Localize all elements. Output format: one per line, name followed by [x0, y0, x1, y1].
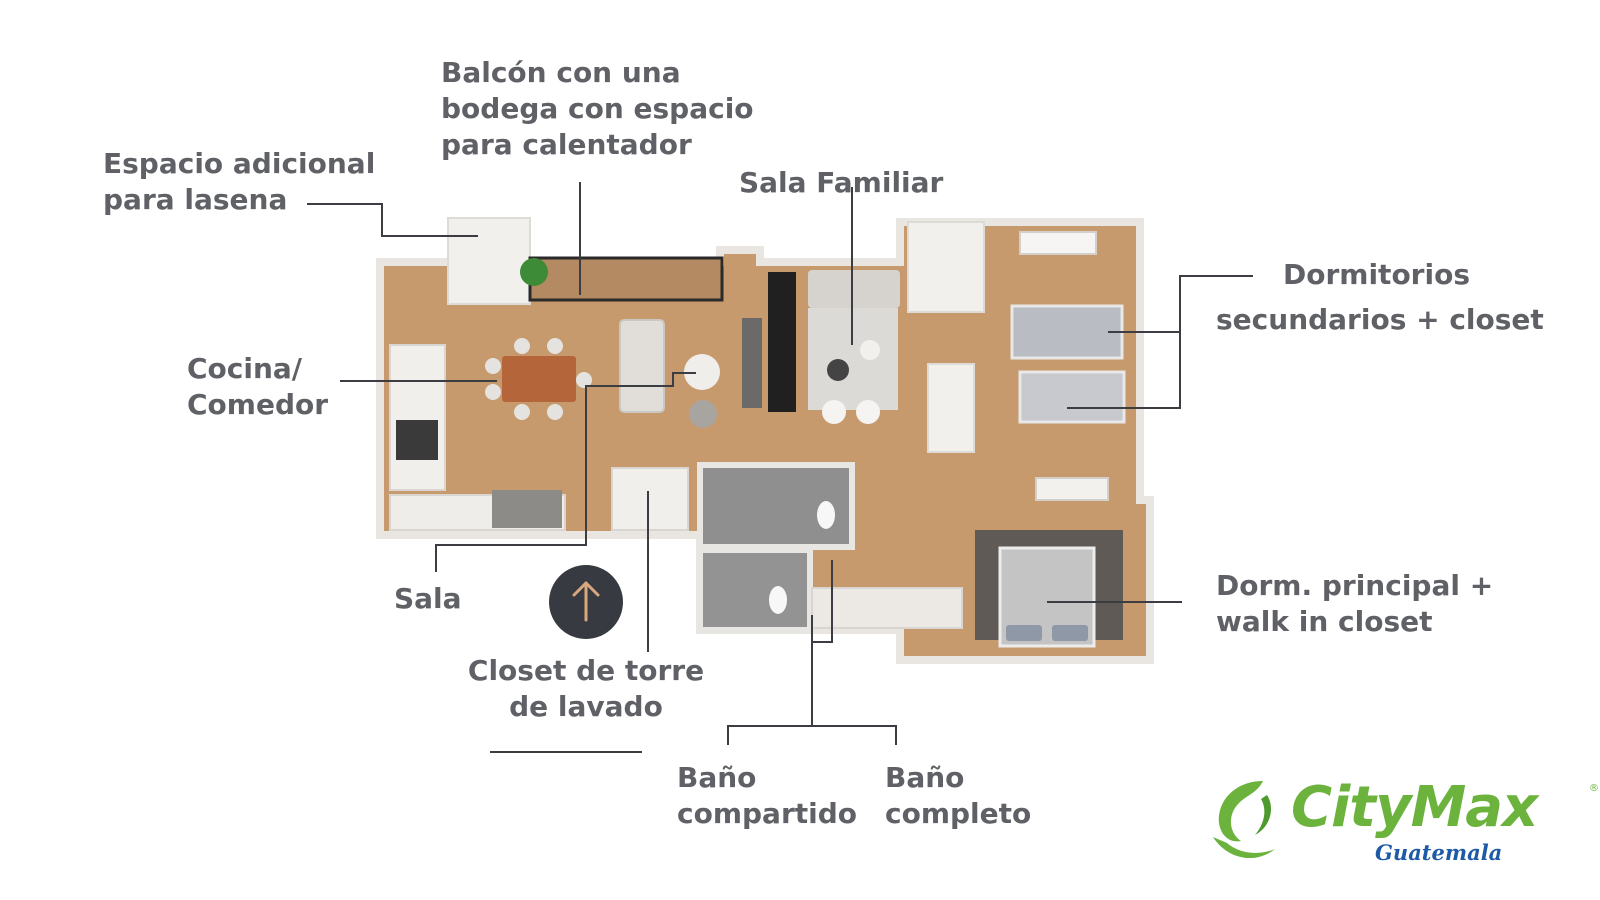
logo-region: Guatemala — [1375, 840, 1503, 865]
desk — [1019, 231, 1097, 255]
label-sala-familiar: Sala Familiar — [739, 166, 944, 199]
bed-secondary-1 — [1010, 304, 1124, 360]
label-dormitorios-title: Dormitorios — [1283, 258, 1470, 291]
leader-dormitorios — [1067, 275, 1253, 409]
bedroom-wall-block — [907, 221, 985, 313]
bedroom-divider — [927, 363, 975, 453]
full-bath — [697, 547, 813, 633]
leader-sala — [435, 372, 696, 572]
north-arrow-icon — [549, 565, 623, 639]
label-sala: Sala — [394, 582, 462, 615]
extra-space-block — [447, 217, 531, 305]
plant — [520, 258, 548, 286]
tv-wall — [768, 272, 796, 412]
label-balcon: Balcón con una bodega con espacio para c… — [441, 56, 754, 161]
citymax-leaf-icon — [1213, 781, 1275, 859]
label-bano-completo: Baño completo — [885, 761, 1032, 830]
kitchen-counter — [389, 344, 446, 491]
sofa — [619, 319, 665, 413]
armchair — [689, 400, 717, 428]
leader-lines — [307, 182, 1253, 753]
walkin-closet — [811, 587, 963, 629]
leader-banos-link — [811, 560, 833, 643]
label-dorm-principal: Dorm. principal + walk in closet — [1216, 569, 1494, 638]
family-sofa — [808, 270, 900, 308]
balcony — [528, 256, 724, 302]
leader-banos — [727, 725, 897, 745]
dining-table — [502, 356, 576, 402]
tv-cabinet — [742, 318, 762, 408]
bed-secondary-2 — [1018, 370, 1126, 424]
leader-espacio — [307, 203, 478, 237]
label-closet-torre: Closet de torre de lavado — [467, 654, 705, 723]
label-bano-compartido: Baño compartido — [677, 761, 858, 830]
study-desk — [1035, 477, 1109, 501]
arrow-up-icon — [572, 581, 600, 622]
label-cocina: Cocina/ Comedor — [187, 352, 329, 421]
logo-registered: ® — [1589, 783, 1599, 794]
kitchen-stove — [396, 420, 438, 460]
citymax-logo: CityMax ® Guatemala — [1205, 775, 1600, 885]
label-dormitorios-sub: secundarios + closet — [1216, 303, 1544, 336]
logo-brand: CityMax — [1291, 775, 1538, 840]
laundry-closet — [611, 467, 689, 531]
coffee-table — [684, 354, 720, 390]
floor-plan — [376, 217, 1154, 664]
kitchen-appliance — [492, 490, 562, 528]
label-espacio-adicional: Espacio adicional para lasena — [103, 147, 376, 216]
